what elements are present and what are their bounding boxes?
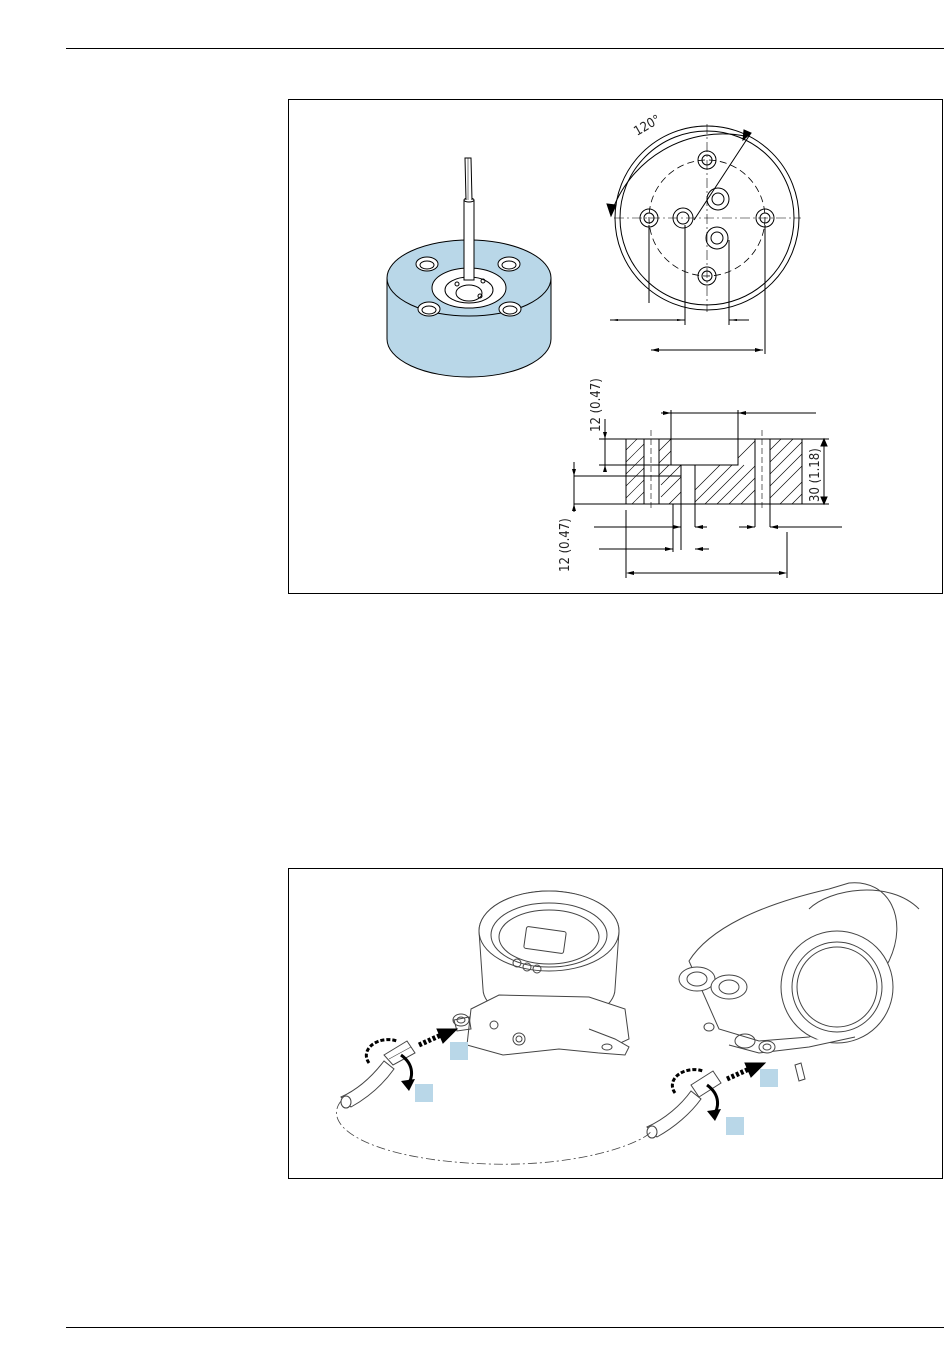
dim-lower-left: 12 (0.47) <box>558 518 573 572</box>
figure-cable-connection <box>288 868 943 1179</box>
cable-drawing <box>289 869 944 1180</box>
mounting-drawing: 120° 12 (0.47) 12 (0.47) 30 (1.18) <box>289 100 944 595</box>
step-marker <box>450 1042 468 1060</box>
dim-upper-left: 12 (0.47) <box>589 378 604 432</box>
step-marker <box>760 1069 778 1087</box>
step-marker <box>415 1084 433 1102</box>
dim-height: 30 (1.18) <box>808 448 823 502</box>
footer-rule <box>66 1327 944 1328</box>
figure-mounting-dimensions: 120° 12 (0.47) 12 (0.47) 30 (1.18) <box>288 99 943 594</box>
angle-label: 120° <box>632 112 664 139</box>
header-rule <box>66 48 944 49</box>
step-marker <box>726 1117 744 1135</box>
